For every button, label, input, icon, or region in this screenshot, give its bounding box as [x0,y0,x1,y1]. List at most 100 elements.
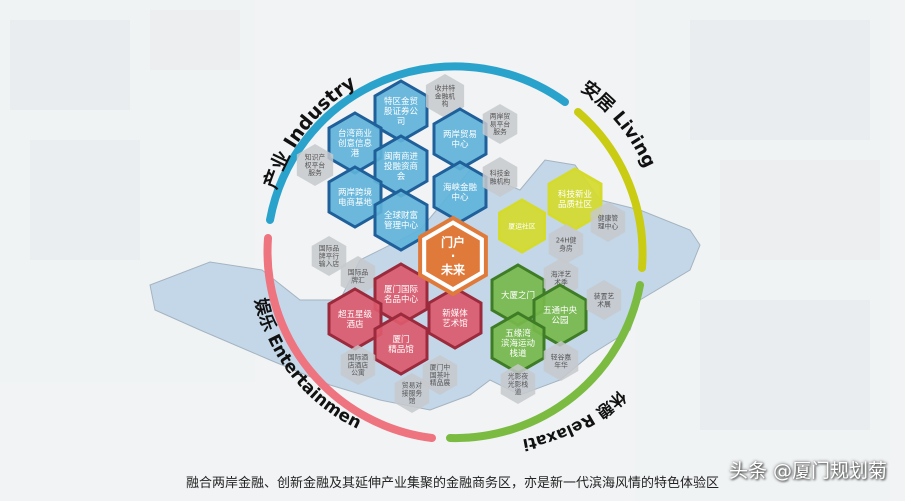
hex-label-line: 权平台 [305,160,326,169]
hex-shape [327,165,383,229]
hex-label-line: 知识产 [305,153,326,162]
hex-label-line: 中心 [451,192,469,203]
hex-label-line: 新媒体 [442,308,468,319]
hex-label-line: 五通中央 [543,305,578,316]
hex-label-line: 海峡金融 [443,182,478,193]
hex-shape [548,224,584,264]
hex-shape [311,236,347,276]
ring [263,62,647,443]
hex-label-line: 司 [397,117,406,127]
hex-shape [394,373,430,413]
hex-label-line: 两岸跨境 [338,187,373,198]
hex-label-line: 台湾商业 [338,128,372,139]
hex-label-line: 牌汇 [351,275,365,284]
hex-shape [373,312,429,376]
hex-label-line: 服务 [493,127,507,136]
hex-label-line: 术展 [597,299,611,308]
hex-label-line: 电商基地 [338,197,373,208]
hex-shape [543,341,579,381]
hex-label-line: 光影栈 [508,379,529,388]
hex-label-line: 贸易对 [402,381,423,390]
hex-label-line: 国茶叶 [430,370,451,379]
hex-label-line: 栈道 [509,348,527,359]
hex-shape [422,355,458,395]
hex-label-line: 酒店 [346,319,364,330]
hex-shape [340,256,376,296]
hex-label-line: 年华 [554,360,568,369]
hex-label-line: 特区金贸 [384,96,418,107]
hex-label-line: 公园 [551,316,568,326]
hex-label-line: 港 [351,148,360,159]
hex-label-line: 服务 [308,168,322,177]
hex-label-line: 收并特 [435,84,456,93]
hex-label-line: 国际品 [319,244,340,253]
hex-label-line: 超五星级 [338,309,373,320]
hex-label-line: 闽南商进 [384,151,419,162]
watermark: 头条 @厦门规划菊 [728,460,887,482]
hex-label-line: 创意信息 [338,138,373,149]
hex-label-line: 馆 [409,396,416,405]
hex-label-line: 精品展 [430,378,451,387]
hex-label-line: 输入店 [319,259,340,268]
ring-relaxation-arc [446,281,644,443]
hex-label-line: 术季 [554,277,568,286]
hex-label-line: 轻谷嘉 [551,352,572,361]
hex-label-line: 易平台 [490,119,511,128]
caption: 融合两岸金融、创新金融及其延伸产业集聚的金融商务区，亦是新一代滨海风情的特色体验… [185,476,719,491]
hex-label-line: 金融机 [435,91,456,100]
hex-label-line: 光影夜 [508,372,529,381]
hex-label-line: 管理中心 [384,220,419,231]
hex-label-line: 国际品 [348,267,369,276]
hex-label-line: 会 [397,171,406,182]
hex-label-line: 构 [442,99,449,108]
hex-shape [425,74,465,118]
hex-label-line: 厦门中 [430,363,451,372]
hex-label-line: 名品中心 [384,294,419,305]
ring-entertainment-arc [263,234,436,442]
ring-living-arc [574,108,647,272]
hex-label-line: 店酒店 [348,360,369,369]
hex-shape [590,202,626,242]
hex-label-line: 海洋艺 [551,269,572,278]
hex-label-line: 装置艺 [594,291,615,300]
hex-label-line: 理中心 [598,221,619,230]
hex-shape [547,167,603,231]
hex-label-line: 公寓 [351,368,365,377]
hex-label-line: 科技新业 [558,189,592,200]
hex-label-line: 两岸贸 [490,112,511,121]
center-hex-fill [426,225,480,287]
hex-label-line: 门户 [441,234,465,249]
hex-shape [427,286,483,350]
hex-label-line: 厦门 [392,334,409,345]
center-hex: 门户·未来 [418,215,488,297]
hex-label-line: 牌平行 [319,251,340,260]
hex-shape [340,345,376,385]
hex-label-line: 投融资商 [384,161,418,172]
hex-label-line: 国际酒 [348,353,369,362]
hex-label-line: 滨海运动 [501,338,536,349]
ring-industry-arc [266,62,569,224]
hex-label-line: 全球财富 [384,210,418,221]
hex-label-line: 健康管 [598,213,619,222]
